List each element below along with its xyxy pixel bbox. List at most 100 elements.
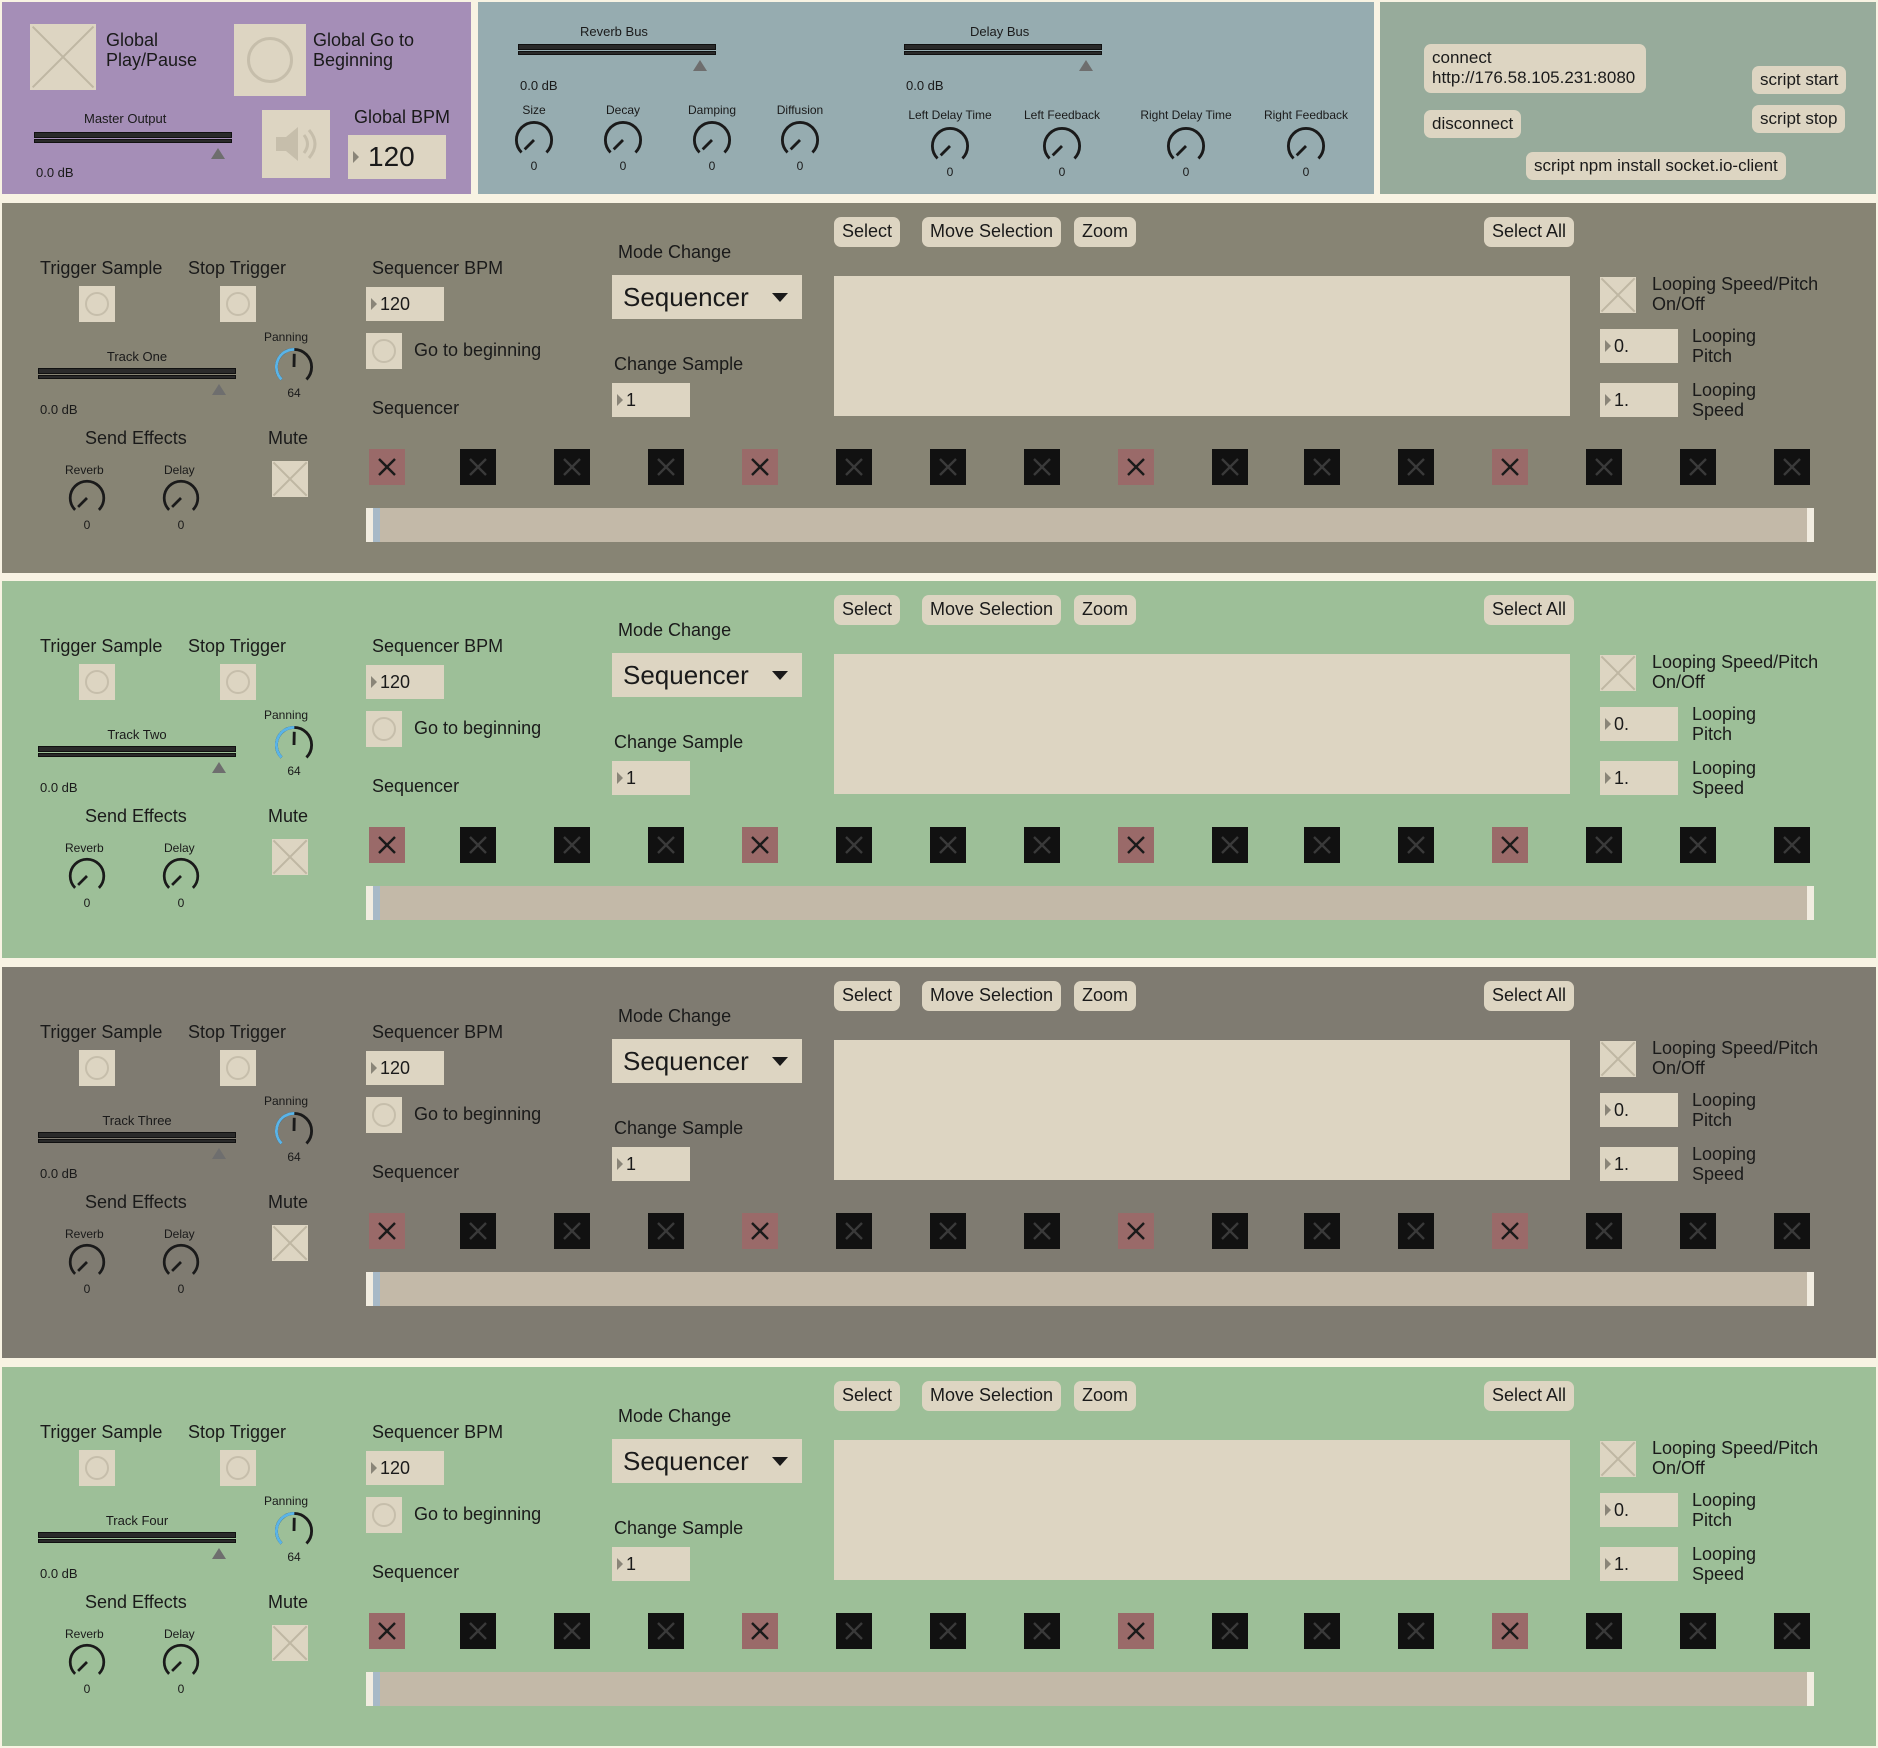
sequencer-step[interactable] [1212,1213,1248,1249]
sequencer-step[interactable] [1492,449,1528,485]
global-bpm-number[interactable]: 120 [348,135,446,179]
sequencer-step[interactable] [1024,449,1060,485]
sequencer-step[interactable] [1118,827,1154,863]
select-all-button[interactable]: Select All [1484,1381,1575,1411]
delay-left-feedback-knob[interactable] [1040,124,1084,168]
sequencer-step[interactable] [1118,1213,1154,1249]
mode-change-dropdown[interactable]: Sequencer [612,1439,802,1483]
sequencer-step[interactable] [1398,1213,1434,1249]
panning-knob[interactable] [272,1109,316,1153]
sequencer-position-bar[interactable] [366,886,1814,920]
delay-send-knob[interactable] [160,1641,202,1683]
select-all-button[interactable]: Select All [1484,217,1575,247]
mode-change-dropdown[interactable]: Sequencer [612,653,802,697]
sequencer-position-bar[interactable] [366,1272,1814,1306]
mute-toggle[interactable] [272,1225,308,1261]
stop-trigger-button[interactable] [220,1450,256,1486]
sequencer-step[interactable] [1586,1213,1622,1249]
master-output-slider[interactable] [34,130,232,159]
sequencer-step[interactable] [1024,827,1060,863]
looping-speed-number[interactable]: 1. [1600,1547,1678,1581]
slider-thumb-icon[interactable] [693,60,707,71]
sequencer-step[interactable] [1774,827,1810,863]
sequencer-step[interactable] [1680,1213,1716,1249]
sequencer-step[interactable] [1586,1613,1622,1649]
sequencer-bpm-number[interactable]: 120 [366,287,444,321]
track-volume-slider[interactable] [38,366,236,395]
sequencer-step[interactable] [1586,449,1622,485]
sequencer-step[interactable] [836,827,872,863]
sequencer-step[interactable] [460,827,496,863]
select-all-button[interactable]: Select All [1484,595,1575,625]
sequencer-step[interactable] [1398,827,1434,863]
mute-toggle[interactable] [272,1625,308,1661]
go-to-beginning-button[interactable] [366,1097,402,1133]
change-sample-number[interactable]: 1 [612,1147,690,1181]
looping-pitch-number[interactable]: 0. [1600,1093,1678,1127]
sequencer-step[interactable] [554,449,590,485]
panning-knob[interactable] [272,723,316,767]
move-selection-button[interactable]: Move Selection [922,1381,1062,1411]
sequencer-step[interactable] [1304,449,1340,485]
looping-onoff-toggle[interactable] [1600,655,1636,691]
sequencer-step[interactable] [930,1213,966,1249]
sequencer-step[interactable] [1118,1613,1154,1649]
waveform-display[interactable] [834,1440,1570,1580]
trigger-sample-button[interactable] [79,664,115,700]
slider-thumb-icon[interactable] [212,1548,226,1559]
slider-thumb-icon[interactable] [212,762,226,773]
sequencer-step[interactable] [648,827,684,863]
sequencer-step[interactable] [1586,827,1622,863]
sequencer-step[interactable] [836,1613,872,1649]
go-to-beginning-button[interactable] [366,1497,402,1533]
sequencer-step[interactable] [1304,1213,1340,1249]
sequencer-step[interactable] [648,449,684,485]
track-volume-slider[interactable] [38,1530,236,1559]
select-button[interactable]: Select [834,1381,901,1411]
speaker-toggle[interactable] [262,110,330,178]
sequencer-step[interactable] [1680,449,1716,485]
sequencer-step[interactable] [648,1613,684,1649]
sequencer-position-bar[interactable] [366,508,1814,542]
stop-trigger-button[interactable] [220,286,256,322]
sequencer-step[interactable] [1212,827,1248,863]
sequencer-step[interactable] [648,1213,684,1249]
looping-onoff-toggle[interactable] [1600,1441,1636,1477]
select-all-button[interactable]: Select All [1484,981,1575,1011]
script-stop-button[interactable]: script stop [1752,105,1846,134]
go-to-beginning-button[interactable] [366,711,402,747]
sequencer-step[interactable] [930,1613,966,1649]
sequencer-step[interactable] [1680,827,1716,863]
global-play-pause-toggle[interactable] [30,24,96,90]
move-selection-button[interactable]: Move Selection [922,981,1062,1011]
sequencer-step[interactable] [369,1213,405,1249]
sequencer-step[interactable] [1118,449,1154,485]
select-button[interactable]: Select [834,217,901,247]
delay-send-knob[interactable] [160,855,202,897]
reverb-send-knob[interactable] [66,855,108,897]
track-volume-slider[interactable] [38,744,236,773]
sequencer-step[interactable] [742,1213,778,1249]
reverb-send-knob[interactable] [66,1241,108,1283]
select-button[interactable]: Select [834,981,901,1011]
sequencer-step[interactable] [554,1213,590,1249]
waveform-display[interactable] [834,276,1570,416]
sequencer-step[interactable] [930,827,966,863]
sequencer-step[interactable] [1212,449,1248,485]
sequencer-step[interactable] [1398,1613,1434,1649]
looping-onoff-toggle[interactable] [1600,1041,1636,1077]
looping-pitch-number[interactable]: 0. [1600,329,1678,363]
slider-thumb-icon[interactable] [212,384,226,395]
select-button[interactable]: Select [834,595,901,625]
sequencer-step[interactable] [1212,1613,1248,1649]
sequencer-step[interactable] [460,1213,496,1249]
reverb-size-knob[interactable] [512,118,556,162]
sequencer-step[interactable] [742,827,778,863]
go-to-beginning-button[interactable] [366,333,402,369]
looping-onoff-toggle[interactable] [1600,277,1636,313]
stop-trigger-button[interactable] [220,664,256,700]
sequencer-step[interactable] [369,449,405,485]
sequencer-position-bar[interactable] [366,1672,1814,1706]
sequencer-bpm-number[interactable]: 120 [366,1051,444,1085]
reverb-send-knob[interactable] [66,1641,108,1683]
